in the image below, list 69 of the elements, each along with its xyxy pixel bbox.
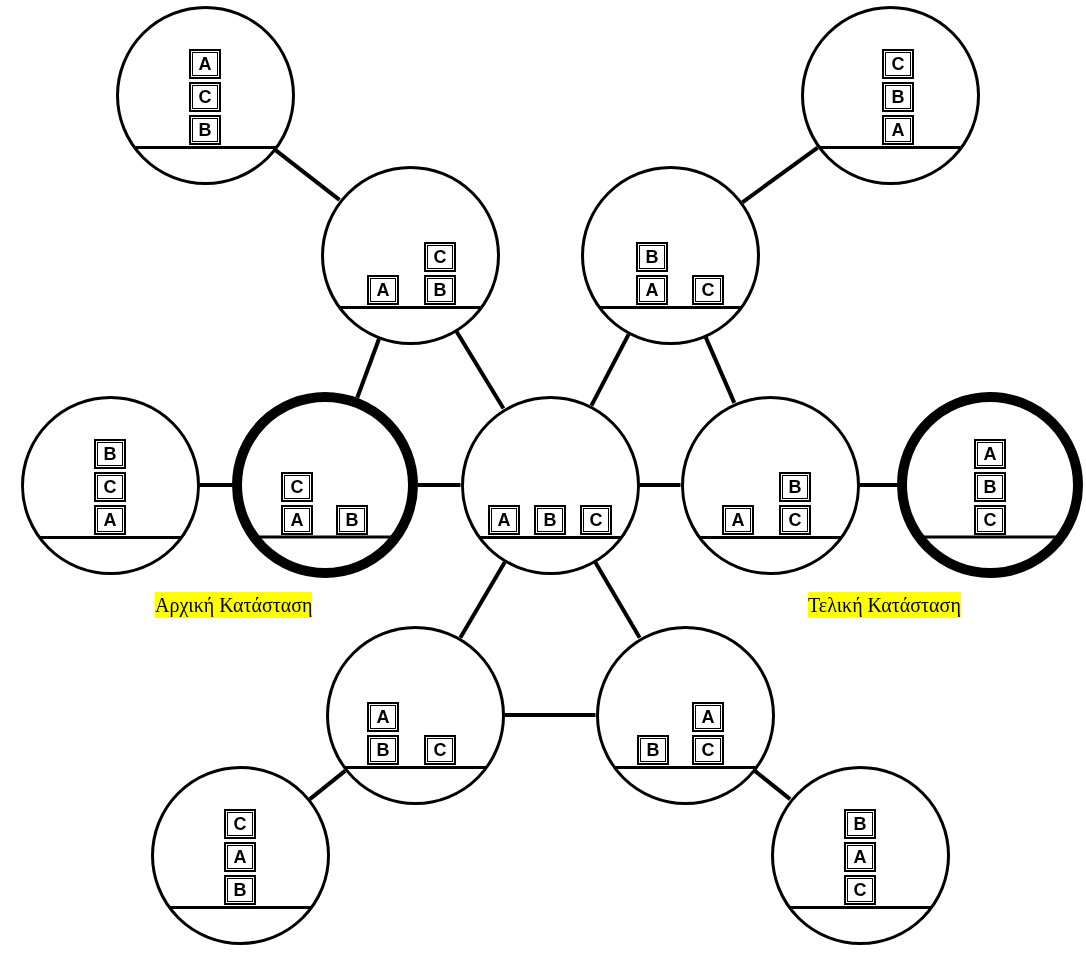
block: C: [692, 735, 724, 765]
state-circle: [150, 765, 330, 945]
block: C: [692, 275, 724, 305]
block: A: [189, 49, 221, 79]
block: C: [424, 735, 456, 765]
block: A: [367, 275, 399, 305]
connector-line: [458, 561, 507, 639]
state-label: Τελική Κατάσταση: [808, 592, 961, 618]
block: B: [94, 439, 126, 469]
block: B: [637, 735, 669, 765]
block: B: [534, 505, 566, 535]
connector-line: [308, 769, 347, 801]
state-circle: [580, 165, 760, 345]
state-circle: [20, 395, 200, 575]
block: A: [281, 505, 313, 535]
block: C: [224, 809, 256, 839]
block: A: [367, 702, 399, 732]
block: B: [336, 505, 368, 535]
block: B: [974, 472, 1006, 502]
block: A: [94, 505, 126, 535]
block: B: [424, 275, 456, 305]
connector-line: [418, 483, 461, 487]
state-circle: [595, 625, 775, 805]
state-label: Αρχική Κατάσταση: [155, 592, 313, 618]
block: B: [367, 735, 399, 765]
block: A: [636, 275, 668, 305]
connector-line: [593, 561, 642, 639]
block: C: [94, 472, 126, 502]
block: B: [189, 115, 221, 145]
block: C: [974, 505, 1006, 535]
state-circle: [325, 625, 505, 805]
connector-line: [199, 483, 232, 487]
block: B: [882, 82, 914, 112]
block: B: [844, 809, 876, 839]
connector-line: [589, 333, 631, 407]
block: C: [189, 82, 221, 112]
connector-line: [859, 483, 897, 487]
block: C: [580, 505, 612, 535]
connector-line: [504, 713, 596, 717]
connector-line: [454, 330, 506, 410]
connector-line: [703, 336, 737, 404]
block: C: [779, 505, 811, 535]
block: B: [779, 472, 811, 502]
block: A: [692, 702, 724, 732]
block: A: [722, 505, 754, 535]
state-circle: [460, 395, 640, 575]
connector-line: [753, 769, 792, 801]
state-circle: [897, 392, 1083, 578]
block: A: [882, 115, 914, 145]
state-circle: [800, 5, 980, 185]
block: C: [844, 875, 876, 905]
block: C: [882, 49, 914, 79]
state-circle: [320, 165, 500, 345]
block: C: [424, 242, 456, 272]
block: A: [844, 842, 876, 872]
state-circle: [232, 392, 418, 578]
state-circle: [680, 395, 860, 575]
connector-line: [741, 146, 819, 204]
block: B: [224, 875, 256, 905]
block: A: [224, 842, 256, 872]
state-circle: [770, 765, 950, 945]
connector-line: [274, 148, 341, 202]
connector-line: [639, 483, 681, 487]
block: A: [974, 439, 1006, 469]
connector-line: [355, 338, 381, 399]
state-circle: [115, 5, 295, 185]
block: C: [281, 472, 313, 502]
block: B: [636, 242, 668, 272]
block: A: [488, 505, 520, 535]
